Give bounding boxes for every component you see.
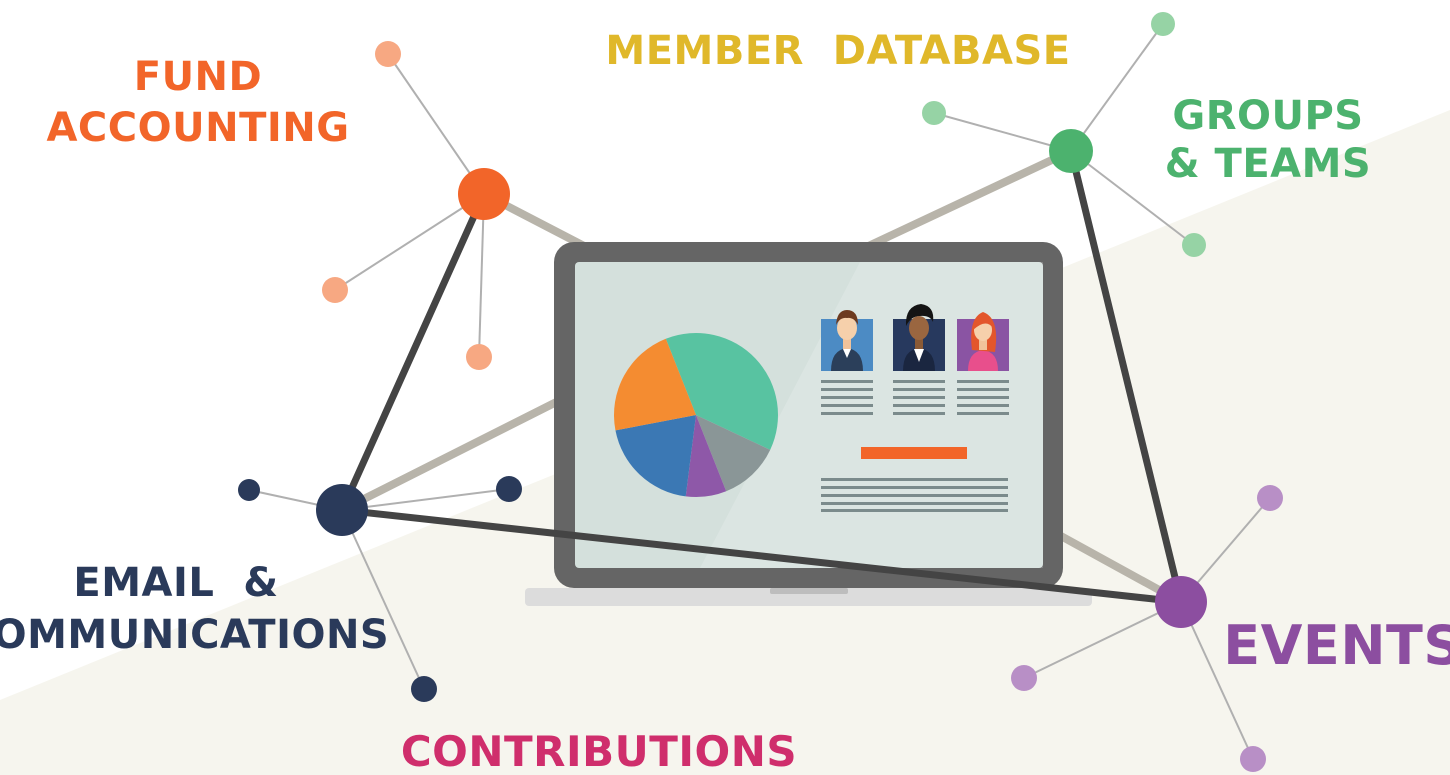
- events-satellite-dot: [1011, 665, 1037, 691]
- laptop-base: [525, 588, 1092, 606]
- events-satellite-dot: [1257, 485, 1283, 511]
- screen-text-lines: [821, 478, 1008, 512]
- groups-satellite-dot: [922, 101, 946, 125]
- pie-slice: [685, 415, 727, 497]
- member-database-label: MEMBER DATABASE: [605, 28, 1070, 74]
- events-satellite-dot: [1240, 746, 1266, 772]
- connector-email-events: [338, 506, 1185, 606]
- groups-teams-label-line1: GROUPS: [1172, 93, 1363, 139]
- fund-satellite-dot: [466, 344, 492, 370]
- screen-button-bar: [861, 447, 967, 459]
- email-satellite-dot: [411, 676, 437, 702]
- fund-accounting-label-line1: FUND: [134, 54, 262, 100]
- satellite-dots: [238, 12, 1283, 772]
- email-satellite-dot: [238, 479, 260, 501]
- connector-groups-events: [1067, 147, 1185, 606]
- pie-slice: [614, 338, 696, 431]
- pie-chart: [614, 333, 778, 497]
- avatar-man-blue: [821, 310, 873, 371]
- fund-satellite-dot: [322, 277, 348, 303]
- hub-connectors: [338, 147, 1185, 606]
- events-hub: [1155, 576, 1207, 628]
- events-label: EVENTS: [1223, 614, 1450, 677]
- pie-slice: [615, 415, 696, 497]
- avatar-woman-purple: [957, 312, 1009, 371]
- satellite-spokes: [248, 23, 1271, 760]
- fund-satellite-dot: [375, 41, 401, 67]
- fund-accounting-hub: [458, 168, 510, 220]
- email-communications-label-line2: COMMUNICATIONS: [0, 612, 389, 658]
- connector-fund-email: [338, 190, 488, 514]
- email-satellite-dot: [496, 476, 522, 502]
- avatar-text-lines: [821, 380, 1009, 415]
- groups-teams-label-line2: & TEAMS: [1165, 141, 1372, 187]
- groups-satellite-dot: [1182, 233, 1206, 257]
- connector-groups-laptop: [856, 147, 1075, 254]
- fund-accounting-label-line2: ACCOUNTING: [46, 105, 349, 151]
- laptop: [525, 242, 1092, 606]
- groups-teams-hub: [1049, 129, 1093, 173]
- contributions-label: CONTRIBUTIONS: [401, 727, 797, 775]
- groups-satellite-dot: [1151, 12, 1175, 36]
- pie-slice: [696, 415, 771, 492]
- email-communications-hub: [316, 484, 368, 536]
- pie-slice: [665, 333, 778, 450]
- email-communications-label-line1: EMAIL &: [73, 560, 278, 606]
- laptop-base-notch: [770, 588, 848, 594]
- avatar-man-dark: [893, 304, 945, 371]
